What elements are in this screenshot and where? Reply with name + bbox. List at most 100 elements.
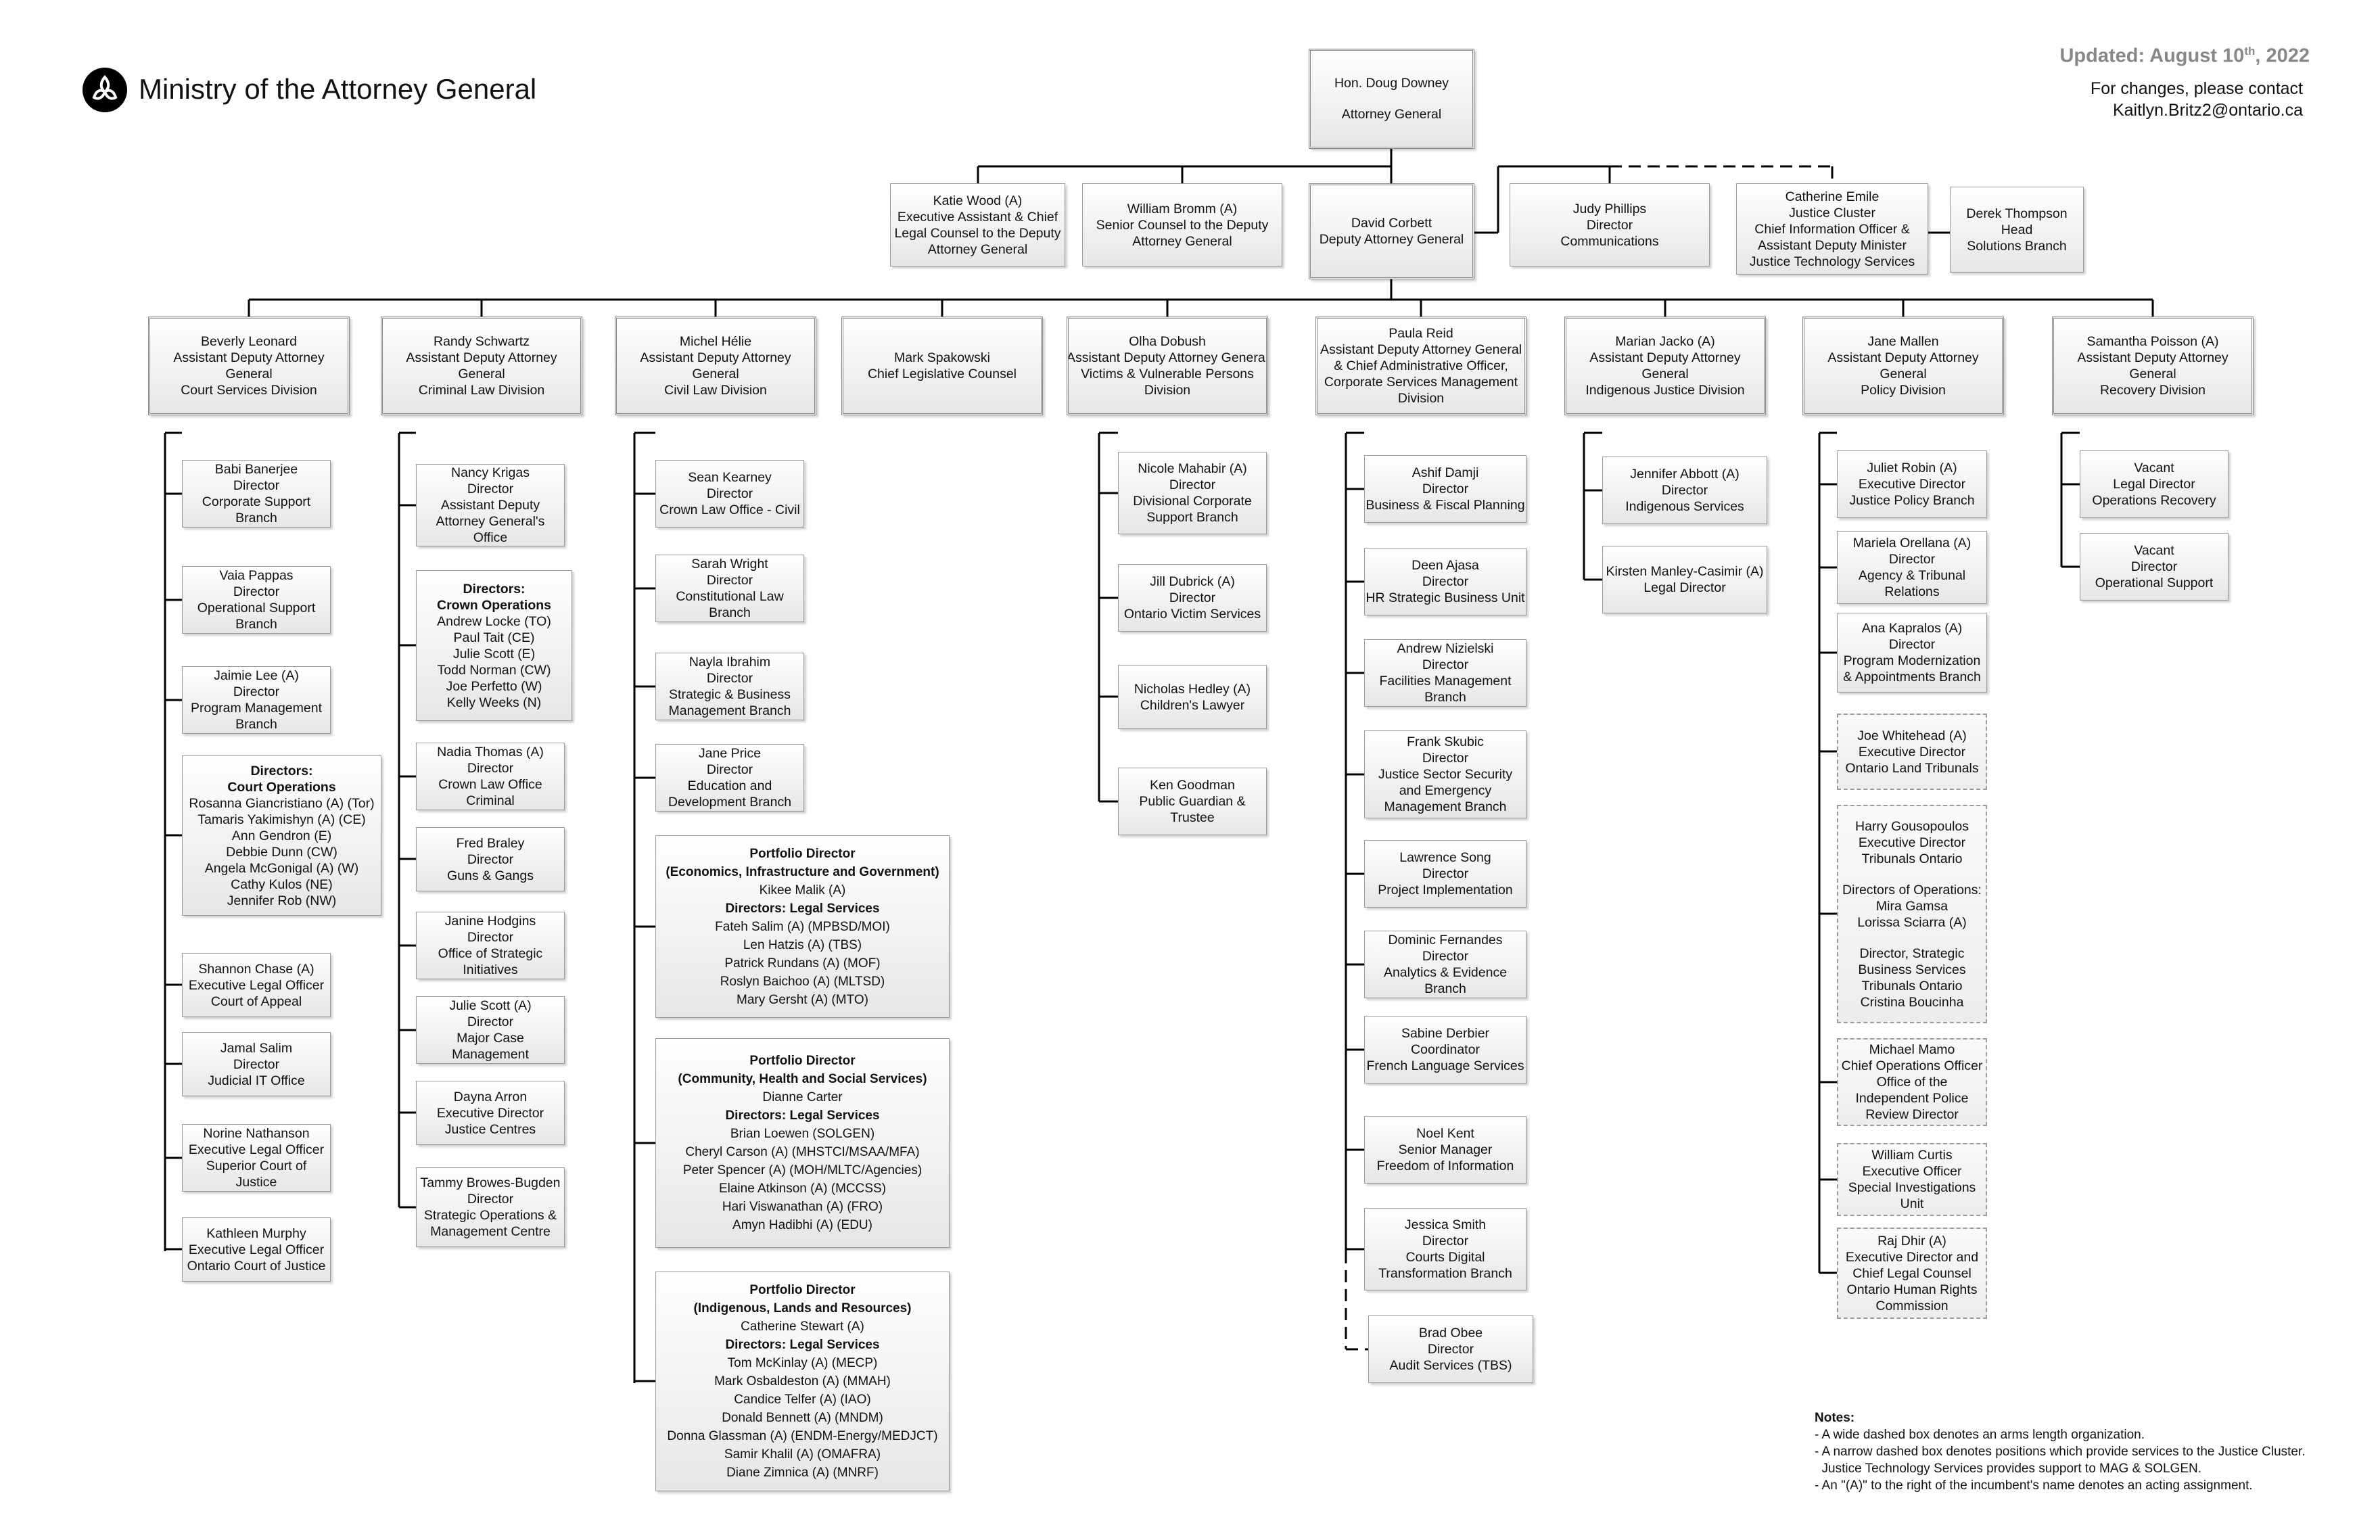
org-box-civ-portfolio2: Portfolio Director(Community, Health and… (655, 1038, 950, 1248)
org-box-line: Director (1169, 590, 1216, 605)
org-box-line: Joe Perfetto (W) (446, 678, 542, 694)
org-box-line: Paul Tait (CE) (453, 630, 535, 645)
org-box-line: Jennifer Rob (NW) (227, 893, 337, 908)
org-box-line: Samir Khalil (A) (OMAFRA) (724, 1447, 881, 1462)
org-box-line: Sarah Wright (691, 557, 768, 571)
org-box-line: Assistant Deputy (440, 498, 540, 513)
org-box-line: Director (2130, 559, 2178, 574)
org-box-line: Frank Skubic (1407, 734, 1484, 749)
org-box-line: Paula Reid (1389, 326, 1453, 341)
org-box-line: Indigenous Services (1625, 499, 1744, 514)
org-box-line: Project Implementation (1378, 883, 1513, 897)
org-box-line: Operational Support (197, 601, 316, 615)
org-box-line: Court Operations (227, 779, 336, 795)
org-box-line: Program Management (190, 701, 322, 716)
org-box-line: Harry Gousopoulos (1855, 818, 1969, 834)
org-box-line: Branch (235, 511, 277, 526)
org-box-line: Kikee Malik (A) (759, 883, 846, 897)
org-box-line: Ontario Human Rights (1846, 1282, 1978, 1297)
org-box-line: Court of Appeal (210, 994, 302, 1009)
org-box-line: Assistant Deputy Attorney (406, 350, 557, 365)
org-box-line: Kathleen Murphy (206, 1226, 306, 1241)
org-box-line: Mira Gamsa (1875, 898, 1949, 914)
org-box-line: Directors of Operations: (1842, 882, 1982, 897)
org-box-line: Julie Scott (A) (449, 998, 532, 1013)
org-box-line: Guns & Gangs (447, 868, 534, 883)
org-box-line: Support Branch (1146, 510, 1238, 525)
org-box-line: Mark Osbaldeston (A) (MMAH) (714, 1374, 891, 1389)
org-box-line: Nicholas Hedley (A) (1134, 681, 1251, 697)
org-box-line: Office of Strategic (438, 946, 543, 961)
org-box-line: Coordinator (1411, 1042, 1480, 1057)
org-box-line: Special Investigations (1848, 1180, 1976, 1195)
org-box-line: Olha Dobush (1129, 334, 1206, 349)
contact-line1: For changes, please contact (2090, 79, 2303, 98)
org-box-line: Raj Dhir (A) (1877, 1233, 1946, 1249)
org-box-line: Strategic & Business (669, 687, 791, 702)
org-box-line: Julie Scott (E) (452, 646, 536, 661)
org-box-line: Assistant Deputy Attorney General (1320, 342, 1522, 357)
org-box-line: Branch (235, 617, 277, 632)
org-box-line: Victims & Vulnerable Persons (1081, 367, 1254, 381)
org-box-line: Chief Legislative Counsel (867, 367, 1017, 381)
notes-title: Notes: (1815, 1411, 1855, 1425)
org-box-vic-nicholas: Nicholas Hedley (A)Children's Lawyer (1118, 665, 1267, 729)
org-box-line: Dayna Arron (453, 1089, 528, 1104)
org-box-line: Mary Gersht (A) (MTO) (737, 992, 868, 1007)
org-box-line: Fateh Salim (A) (MPBSD/MOI) (715, 919, 890, 934)
org-box-line: Director (467, 1192, 514, 1207)
org-box-katie-wood: Katie Wood (A)Executive Assistant & Chie… (890, 183, 1065, 266)
org-box-line: (Community, Health and Social Services) (678, 1072, 927, 1086)
org-box-line: Superior Court of (206, 1159, 307, 1173)
org-box-line: Shannon Chase (A) (198, 961, 314, 977)
org-box-line: Directors: (463, 581, 526, 597)
org-box-line: Dominic Fernandes (1388, 933, 1503, 948)
org-box-line: Director (706, 671, 753, 686)
org-box-line: Director (467, 761, 514, 776)
org-box-line: Director (233, 584, 280, 599)
org-box-line: Director (1169, 477, 1216, 492)
org-box-line: Executive Director (436, 1105, 544, 1121)
org-box-line: Executive Officer (1862, 1164, 1962, 1179)
org-box-line: Attorney General (927, 241, 1028, 257)
org-box-line: Agency & Tribunal (1858, 568, 1966, 583)
org-box-line: Branch (1424, 981, 1466, 996)
org-box-line: Cheryl Carson (A) (MHSTCI/MSAA/MFA) (685, 1145, 920, 1159)
ministry-title: Ministry of the Attorney General (139, 73, 537, 105)
org-box-line: Assistant Deputy Attorney (640, 350, 791, 365)
org-box-line: Legal Counsel to the Deputy (894, 225, 1061, 241)
org-box-line: and Emergency (1399, 783, 1492, 798)
org-box-civ-portfolio1: Portfolio Director(Economics, Infrastruc… (655, 835, 950, 1018)
org-box-line: Candice Telfer (A) (IAO) (734, 1393, 871, 1407)
org-box-line: (Indigenous, Lands and Resources) (693, 1301, 912, 1315)
contact-email[interactable]: Kaitlyn.Britz2@ontario.ca (2112, 101, 2303, 120)
org-box-line: Senior Counsel to the Deputy (1096, 217, 1269, 233)
org-box-line: Rosanna Giancristiano (A) (Tor) (189, 795, 375, 811)
org-box-line: & Appointments Branch (1843, 670, 1981, 684)
org-box-line: Indigenous Justice Division (1585, 383, 1745, 398)
org-box-line: Director (1888, 552, 1936, 567)
org-box-line: Director (706, 762, 753, 777)
org-box-line: Mark Spakowski (894, 350, 990, 365)
org-box-line: Andrew Nizielski (1397, 641, 1494, 656)
org-box-line: Management (452, 1047, 529, 1062)
org-box-line: General (1641, 367, 1689, 381)
org-box-line: Corporate Services Management (1324, 375, 1518, 390)
org-box-line: Hari Viswanathan (A) (FRO) (722, 1200, 883, 1214)
org-box-line: Division (1144, 383, 1191, 398)
org-box-line: Nancy Krigas (451, 465, 530, 480)
org-box-line: Justice (235, 1175, 277, 1190)
org-box-line: Freedom of Information (1376, 1159, 1514, 1173)
org-box-line: Analytics & Evidence (1383, 965, 1508, 980)
